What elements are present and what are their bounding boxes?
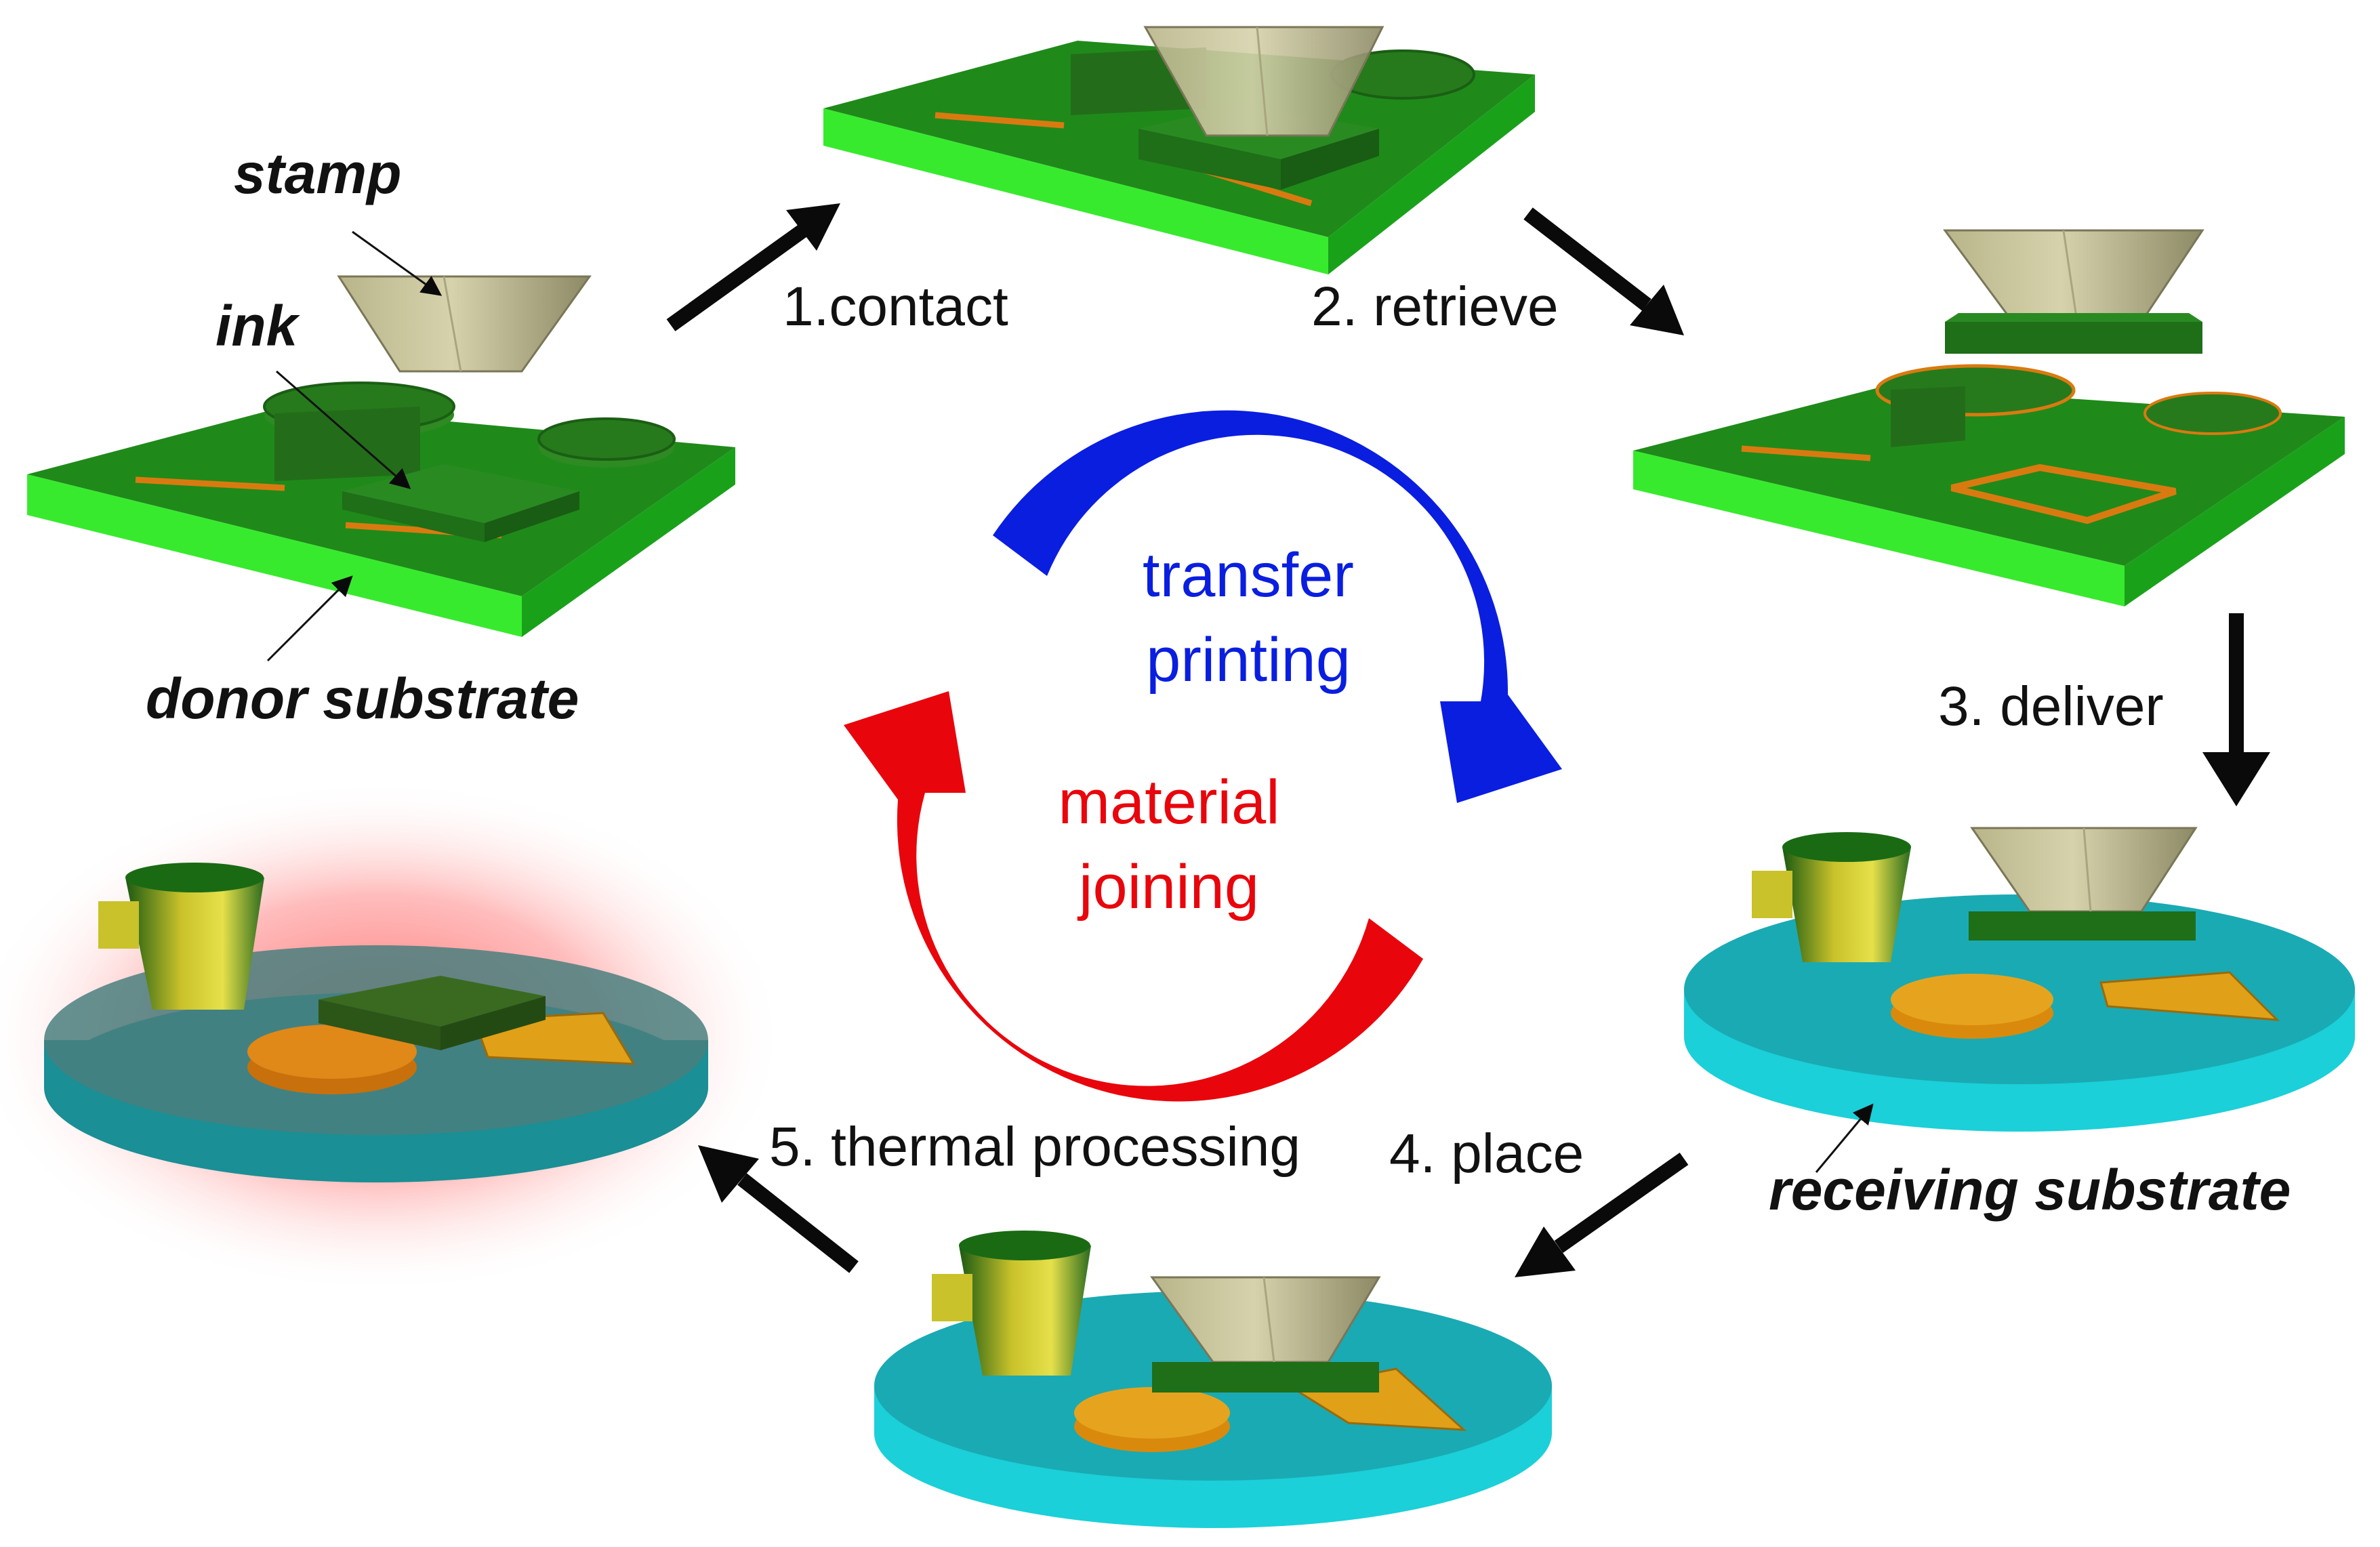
arrow-contact [666, 203, 840, 331]
receiving-pointer [1815, 1103, 1874, 1173]
ink-pointer [276, 370, 411, 489]
transfer-printing-line1: transfer [1143, 541, 1354, 610]
place-stamp-icon [1150, 1276, 1381, 1393]
step-thermal-label: 5. thermal processing [769, 1116, 1300, 1178]
step-retrieve-label: 2. retrieve [1311, 276, 1559, 337]
panel-donor [27, 230, 735, 662]
retrieve-ink-outline [1950, 463, 2177, 524]
stamp-icon [337, 275, 592, 373]
arrow-thermal [698, 1145, 859, 1273]
arrow-place [1515, 1152, 1689, 1277]
ink-label: ink [216, 294, 301, 358]
step-arrows [666, 203, 2270, 1277]
deliver-stamp-icon [1969, 827, 2198, 941]
panel-deliver [1684, 827, 2355, 1173]
step-contact-label: 1.contact [783, 276, 1008, 337]
panel-place [874, 1231, 1552, 1528]
arrow-retrieve [1523, 207, 1684, 335]
panel-thermal [0, 779, 786, 1294]
place-cone [932, 1231, 1091, 1376]
material-joining-line2: joining [1077, 852, 1259, 922]
donor-features [263, 381, 676, 481]
transfer-printing-line2: printing [1146, 625, 1351, 695]
stamp-pointer [352, 230, 443, 296]
arrow-deliver [2202, 613, 2270, 806]
step-place-label: 4. place [1389, 1123, 1584, 1184]
thermal-cone [98, 863, 264, 1010]
contact-stamp-icon [1143, 26, 1384, 137]
retrieve-stamp-icon [1943, 229, 2204, 354]
cycle-transfer-arrow [993, 410, 1562, 803]
donor-substrate-label: donor substrate [146, 667, 579, 730]
cycle-joining-arrow [844, 691, 1423, 1102]
material-joining-line1: material [1058, 768, 1279, 837]
deliver-cone [1752, 832, 1911, 962]
stamp-label: stamp [234, 142, 401, 205]
panel-contact [823, 26, 1535, 274]
panel-retrieve [1633, 229, 2345, 606]
receiving-substrate-label: receiving substrate [1769, 1158, 2291, 1222]
step-deliver-label: 3. deliver [1938, 676, 2164, 737]
donor-pointer [266, 575, 353, 662]
